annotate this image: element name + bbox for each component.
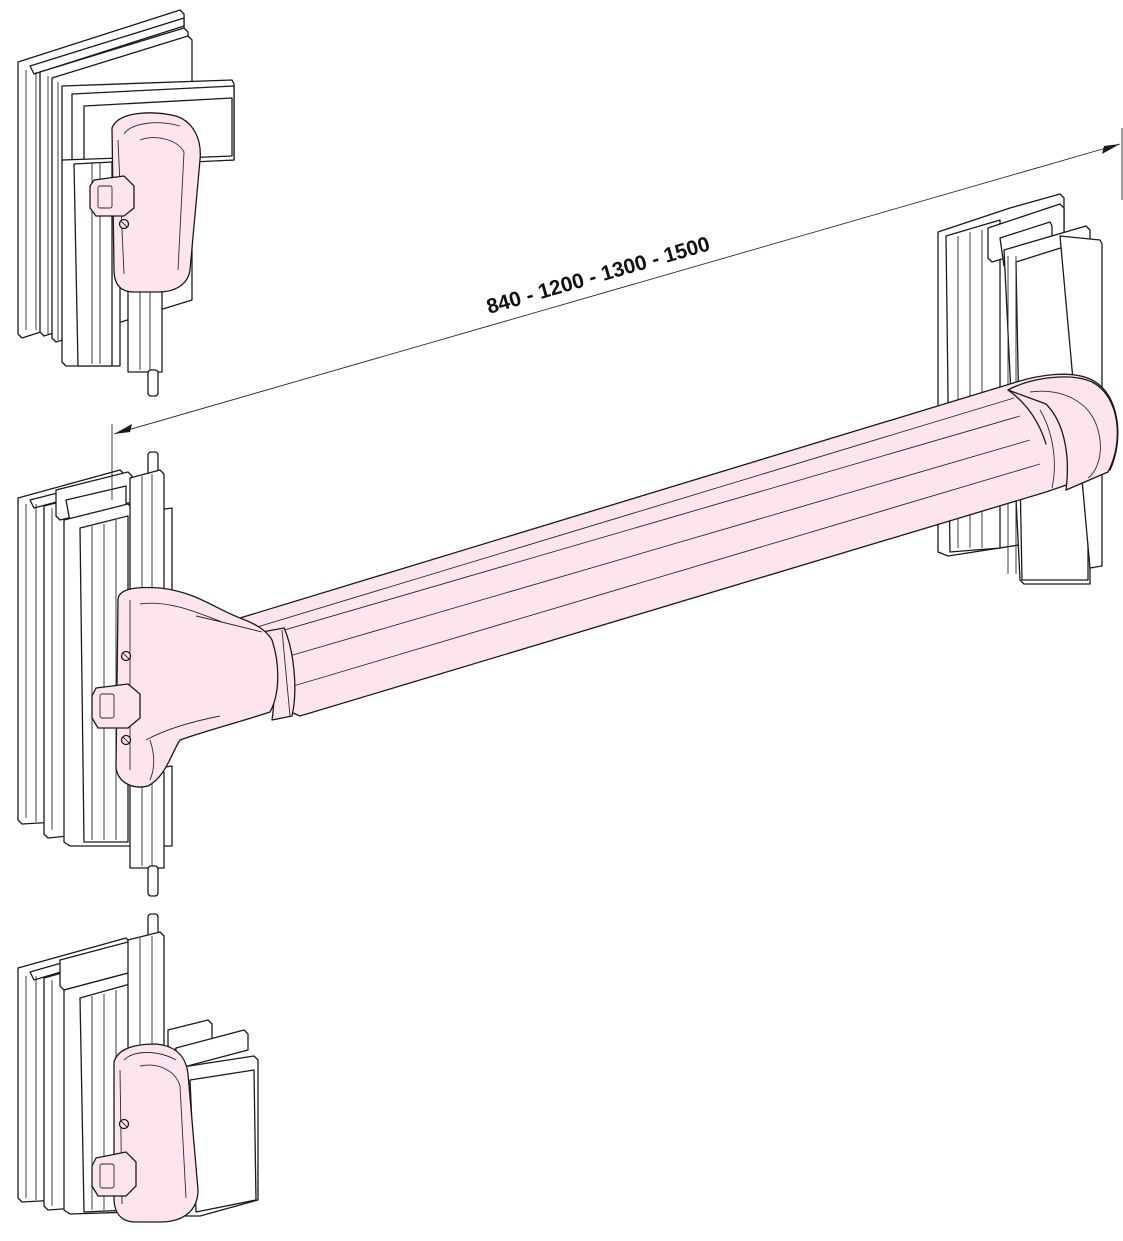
dimension-label: 840 - 1200 - 1300 - 1500 bbox=[484, 233, 712, 319]
bottom-door-frame-profile-icon bbox=[17, 937, 259, 1217]
vertical-rod-lower-icon bbox=[127, 913, 165, 1053]
dimension-line-icon bbox=[111, 128, 1123, 500]
vertical-rod-bottom-icon bbox=[129, 451, 165, 897]
top-latch-housing-icon bbox=[89, 112, 201, 293]
vertical-rod-top-icon bbox=[127, 279, 163, 397]
bottom-latch-housing-icon bbox=[91, 1043, 199, 1223]
main-push-bar-icon bbox=[91, 373, 1119, 788]
